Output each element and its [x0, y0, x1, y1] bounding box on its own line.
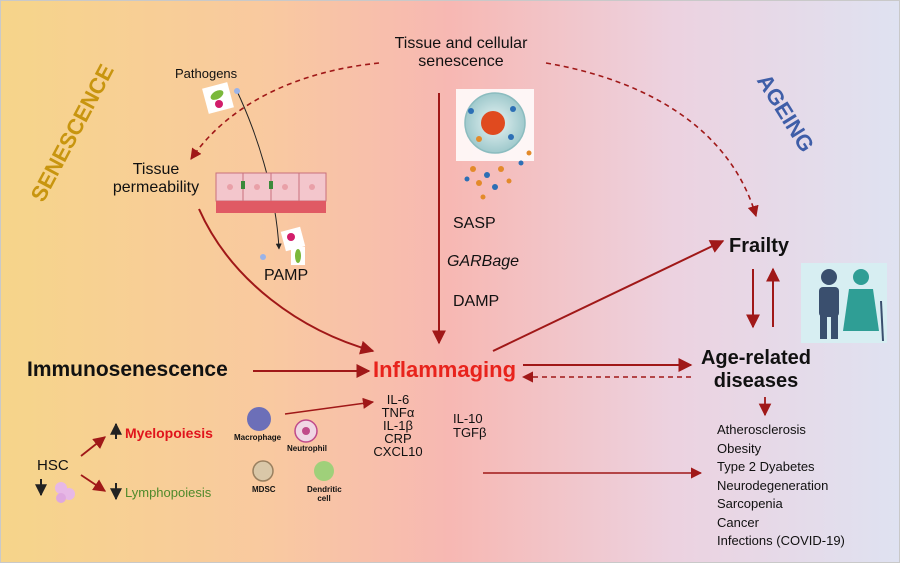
- elderly-couple-icon: [801, 263, 887, 343]
- neutrophil-label: Neutrophil: [287, 444, 327, 453]
- frailty-label: Frailty: [729, 235, 790, 257]
- disease-item: Neurodegeneration: [717, 477, 829, 493]
- senescent-cell-icon: [456, 89, 534, 200]
- immunosenescence-label: Immunosenescence: [27, 358, 228, 381]
- dendritic-cell-label: Dendritic cell: [307, 485, 342, 504]
- cytokine: TNFα: [381, 405, 415, 420]
- pamp-label: PAMP: [264, 267, 309, 284]
- dashed-arrow-to-frailty: [545, 62, 759, 218]
- cytokine: IL-1β: [383, 418, 413, 433]
- hsc-label: HSC: [37, 457, 69, 474]
- arrow-permeability-to-inflammaging: [198, 208, 375, 355]
- dashed-arrow-to-permeability: [190, 62, 380, 160]
- tissue-permeability-label: Tissue permeability: [112, 161, 200, 197]
- myelopoiesis-label: Myelopoiesis: [125, 425, 213, 441]
- age-related-diseases-label: Age-related diseases: [700, 347, 812, 392]
- arrow-hsc-to-myelopoiesis: [80, 436, 106, 457]
- cytokine: IL-6: [386, 392, 410, 407]
- inflammaging-label: Inflammaging: [373, 357, 517, 382]
- pro-inflammatory-cytokines: IL-6 TNFα IL-1β CRP CXCL10: [373, 393, 423, 458]
- lymphopoiesis-label: Lymphopoiesis: [125, 485, 212, 500]
- tissue-senescence-label: Tissue and cellular senescence: [394, 35, 528, 71]
- cytokine: CRP: [384, 431, 412, 446]
- sasp-label: SASP: [453, 215, 496, 232]
- arrow-cells-to-cytokines: [284, 397, 375, 415]
- epithelium-icon: [215, 172, 327, 213]
- pamp-icon: [260, 226, 306, 265]
- disease-item: Cancer: [717, 514, 759, 530]
- cytokine: IL-10: [453, 411, 483, 426]
- arrow-hsc-to-lymphopoiesis: [80, 474, 107, 492]
- disease-item: Atherosclerosis: [717, 422, 806, 437]
- pathogens-label: Pathogens: [175, 66, 238, 81]
- cytokine: TGFβ: [453, 425, 487, 440]
- disease-item: Sarcopenia: [717, 496, 783, 511]
- cytokine: CXCL10: [373, 444, 423, 459]
- mdsc-icon: [252, 460, 274, 482]
- disease-item: Type 2 Dyabetes: [717, 459, 815, 474]
- mdsc-label: MDSC: [252, 485, 276, 494]
- pathogens-icon: [202, 82, 240, 114]
- damp-label: DAMP: [453, 293, 500, 310]
- garbage-label: GARBage: [447, 253, 520, 270]
- disease-item: Obesity: [717, 440, 762, 456]
- arrow-inflammaging-to-frailty: [492, 240, 725, 352]
- disease-list: Atherosclerosis Obesity Type 2 Dyabetes …: [717, 421, 845, 551]
- disease-item: Infections (COVID-19): [717, 533, 845, 548]
- anti-inflammatory-cytokines: IL-10 TGFβ: [453, 412, 486, 440]
- arrow-pathogens-to-pamp: [235, 88, 282, 250]
- macrophage-label: Macrophage: [234, 433, 282, 442]
- dendritic-icon: [314, 461, 334, 481]
- macrophage-icon: [247, 407, 271, 431]
